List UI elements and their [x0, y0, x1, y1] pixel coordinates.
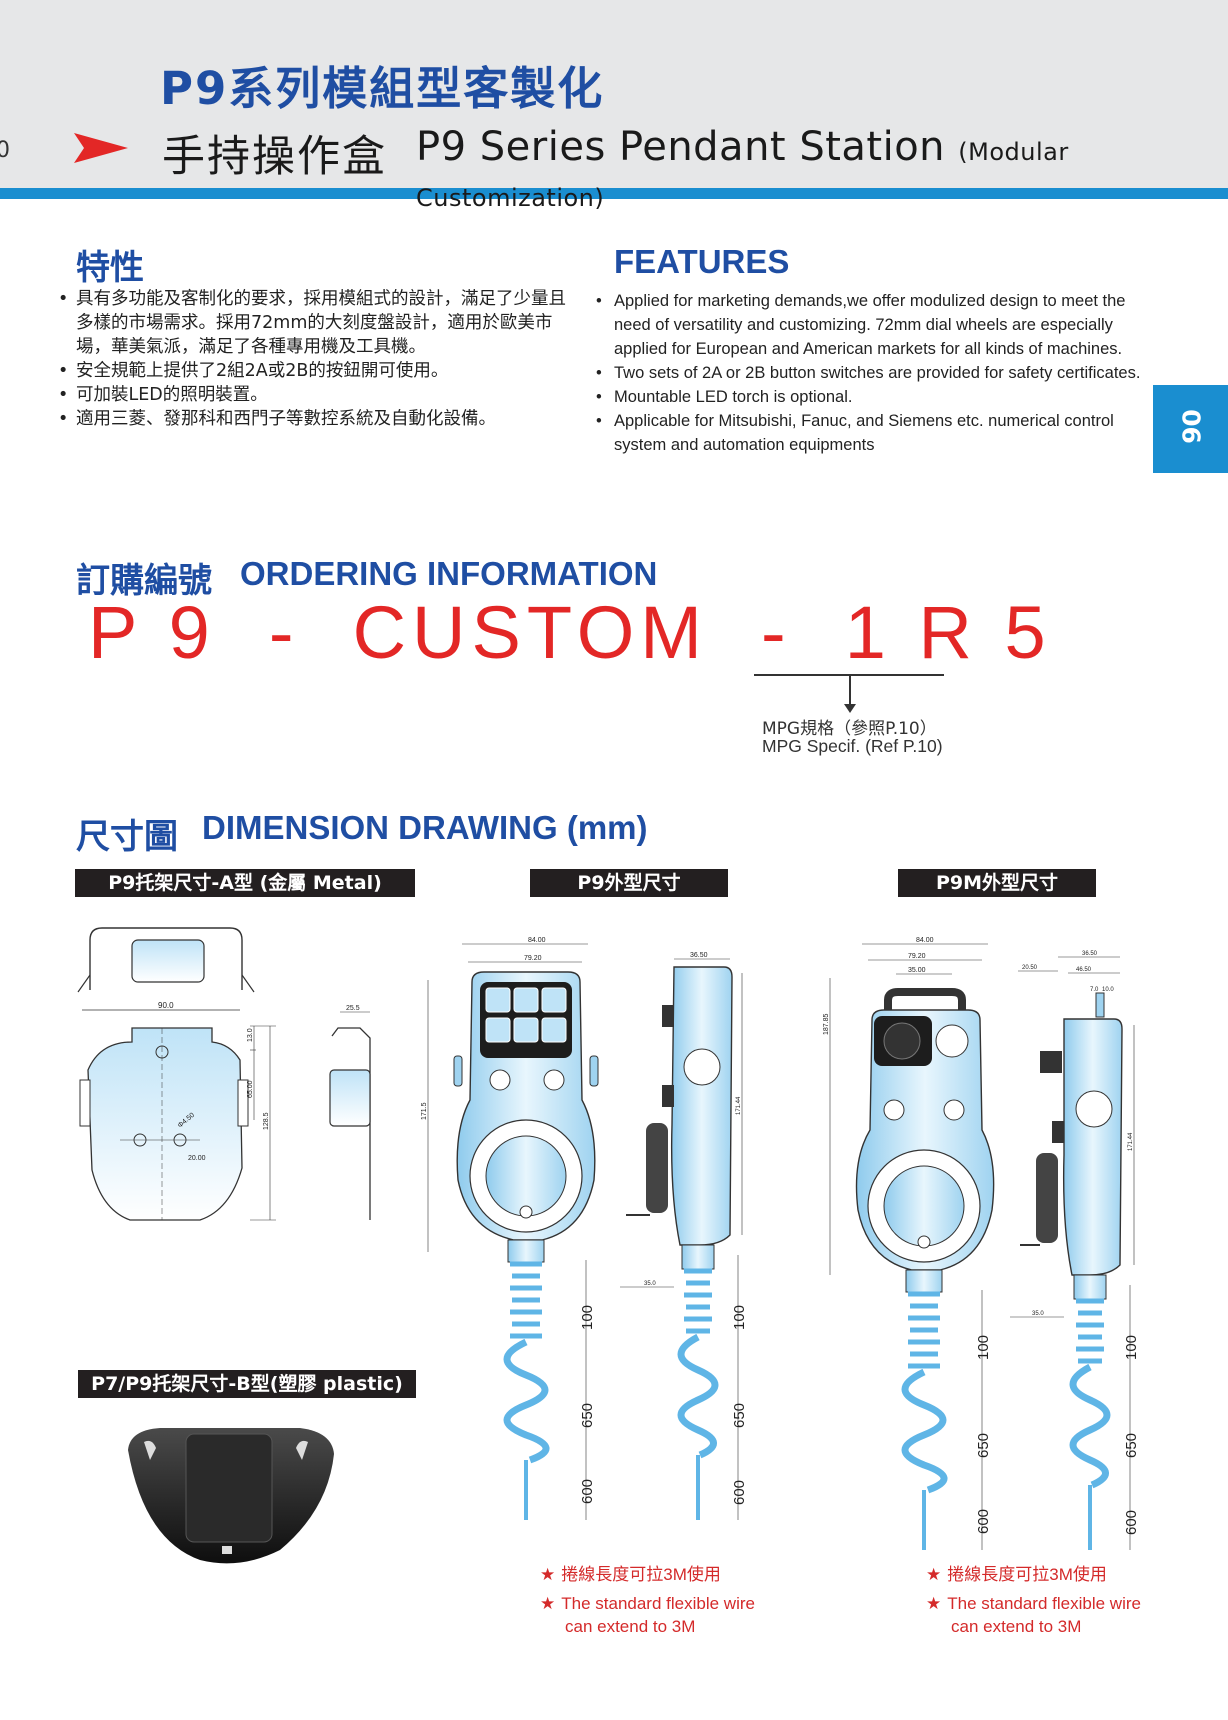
dim-bracket-d1: 13.0 — [247, 1028, 254, 1042]
title-arrow-icon — [74, 133, 128, 163]
features-list-en: Applied for marketing demands,we offer m… — [596, 289, 1156, 457]
dim-p9-w2: 79.20 — [524, 955, 542, 962]
feature-item-en: Applicable for Mitsubishi, Fanuc, and Si… — [596, 409, 1156, 457]
subtitle-en-main: P9 Series Pendant Station — [416, 124, 946, 170]
dim-p9m-side-c1: 100 — [1123, 1335, 1140, 1360]
feature-item-cn: 安全規範上提供了2組2A或2B的按鈕開可使用。 — [58, 359, 578, 383]
dim-bracket-d2: 65.00 — [247, 1080, 254, 1098]
dim-p9-depth: 36.50 — [690, 952, 708, 959]
star-icon: ★ — [926, 1565, 942, 1584]
dim-p9m-d5: 10.0 — [1102, 987, 1114, 993]
dim-p9-c3: 600 — [579, 1479, 596, 1504]
note-en-1: The standard flexible wire — [561, 1594, 755, 1613]
p9-cable-note: ★捲線長度可拉3M使用 ★The standard flexible wire … — [540, 1563, 755, 1638]
page-subtitle-cn: 手持操作盒 — [162, 132, 387, 182]
star-icon: ★ — [540, 1565, 556, 1584]
dim-bracket-width: 90.0 — [158, 1001, 174, 1010]
ordering-code: P 9 - CUSTOM - 1 R 5 — [88, 591, 1052, 674]
note-en-2: can extend to 3M — [951, 1617, 1082, 1636]
header-accent-stripe — [0, 188, 1228, 199]
feature-item-en: Mountable LED torch is optional. — [596, 385, 1156, 409]
dim-p9m-d1: 20.50 — [1022, 965, 1038, 971]
dim-bracket-height: 128.5 — [263, 1112, 270, 1130]
features-heading-en: FEATURES — [614, 243, 790, 280]
header-band — [0, 0, 1228, 190]
star-icon: ★ — [926, 1594, 942, 1613]
dim-p9m-c1: 100 — [975, 1335, 992, 1360]
dim-p9-height2: 171.44 — [736, 1096, 742, 1115]
page-title-cn: P9系列模組型客製化 — [160, 62, 605, 115]
star-icon: ★ — [540, 1594, 556, 1613]
chapter-number: 06 — [1176, 409, 1206, 444]
dim-p9-cable-off: 35.0 — [644, 1281, 656, 1287]
dim-p9m-cable-off: 35.0 — [1032, 1311, 1044, 1317]
dim-p9m-side-c3: 600 — [1123, 1510, 1140, 1535]
dim-p9-w1: 84.00 — [528, 937, 546, 944]
feature-item-en: Applied for marketing demands,we offer m… — [596, 289, 1156, 361]
dim-p9m-height: 187.85 — [823, 1013, 830, 1035]
dim-p9m-height2: 171.44 — [1128, 1132, 1134, 1151]
feature-item-cn: 適用三菱、發那科和西門子等數控系統及自動化設備。 — [58, 407, 578, 431]
page-edge-fragment: 0 — [0, 138, 10, 163]
p9-dimension-label: P9外型尺寸 — [530, 869, 728, 897]
ordering-pointer-line — [849, 676, 851, 708]
dim-p9m-c3: 600 — [975, 1509, 992, 1534]
dim-p9m-d4: 7.0 — [1090, 987, 1099, 993]
ordering-heading-cn: 訂購編號 — [76, 561, 212, 601]
dim-p9-height: 171.5 — [421, 1102, 428, 1120]
bracket-a-drawing: 90.0 Φ4.50 20.00 128.5 13.0 65.00 25.5 — [77, 927, 371, 1221]
feature-item-cn: 可加裝LED的照明裝置。 — [58, 383, 578, 407]
p9m-cable-note: ★捲線長度可拉3M使用 ★The standard flexible wire … — [926, 1563, 1141, 1638]
bracket-b-label: P7/P9托架尺寸-B型(塑膠 plastic) — [78, 1370, 416, 1398]
p9m-side-drawing: 20.50 36.50 46.50 7.0 10.0 171.44 35.0 1… — [1010, 951, 1140, 1550]
dim-bracket-side: 25.5 — [346, 1005, 360, 1012]
ordering-code-underline — [754, 674, 944, 676]
p9m-dimension-label: P9M外型尺寸 — [898, 869, 1096, 897]
subtitle-en-sub: (Modular Customization) — [416, 138, 1069, 212]
p9m-front-drawing: 84.00 79.20 35.00 187.85 100 650 600 — [823, 937, 995, 1550]
dim-p9-c2: 650 — [579, 1403, 596, 1428]
dim-p9m-w3: 35.00 — [908, 967, 926, 974]
bracket-b-photo — [128, 1428, 334, 1564]
feature-item-cn: 具有多功能及客制化的要求，採用模組式的設計，滿足了少量且多樣的市場需求。採用72… — [58, 287, 578, 359]
dim-p9-side-c3: 600 — [731, 1480, 748, 1505]
page-subtitle-en: P9 Series Pendant Station (Modular Custo… — [416, 124, 1228, 216]
note-en-2: can extend to 3M — [565, 1617, 696, 1636]
bracket-a-label: P9托架尺寸-A型 (金屬 Metal) — [75, 869, 415, 897]
p9-front-drawing: 84.00 79.20 171.5 100 650 600 — [421, 937, 599, 1520]
note-en-1: The standard flexible wire — [947, 1594, 1141, 1613]
dim-p9m-c2: 650 — [975, 1433, 992, 1458]
dim-p9m-d3: 46.50 — [1076, 967, 1092, 973]
note-cn: 捲線長度可拉3M使用 — [561, 1565, 721, 1584]
dim-p9-side-c1: 100 — [731, 1305, 748, 1330]
dim-p9m-w1: 84.00 — [916, 937, 934, 944]
p9-side-drawing: 36.50 171.44 35.0 100 650 600 — [620, 952, 748, 1520]
chapter-side-tab — [1153, 385, 1228, 473]
mpg-spec-note-cn: MPG規格（參照P.10） — [762, 719, 937, 739]
dimension-heading-cn: 尺寸圖 — [76, 817, 178, 857]
note-cn: 捲線長度可拉3M使用 — [947, 1565, 1107, 1584]
features-list-cn: 具有多功能及客制化的要求，採用模組式的設計，滿足了少量且多樣的市場需求。採用72… — [58, 287, 578, 431]
ordering-pointer-arrow-icon — [844, 704, 856, 713]
dim-p9m-side-c2: 650 — [1123, 1433, 1140, 1458]
dim-bracket-spacing: 20.00 — [188, 1155, 206, 1162]
dimension-heading-en: DIMENSION DRAWING (mm) — [202, 809, 648, 846]
feature-item-en: Two sets of 2A or 2B button switches are… — [596, 361, 1156, 385]
mpg-spec-note-en: MPG Specif. (Ref P.10) — [762, 736, 943, 756]
dim-p9m-w2: 79.20 — [908, 953, 926, 960]
features-heading-cn: 特性 — [76, 248, 144, 288]
dim-p9m-d2: 36.50 — [1082, 951, 1098, 957]
dim-p9-c1: 100 — [579, 1305, 596, 1330]
dim-p9-side-c2: 650 — [731, 1403, 748, 1428]
ordering-heading-en: ORDERING INFORMATION — [240, 555, 658, 592]
